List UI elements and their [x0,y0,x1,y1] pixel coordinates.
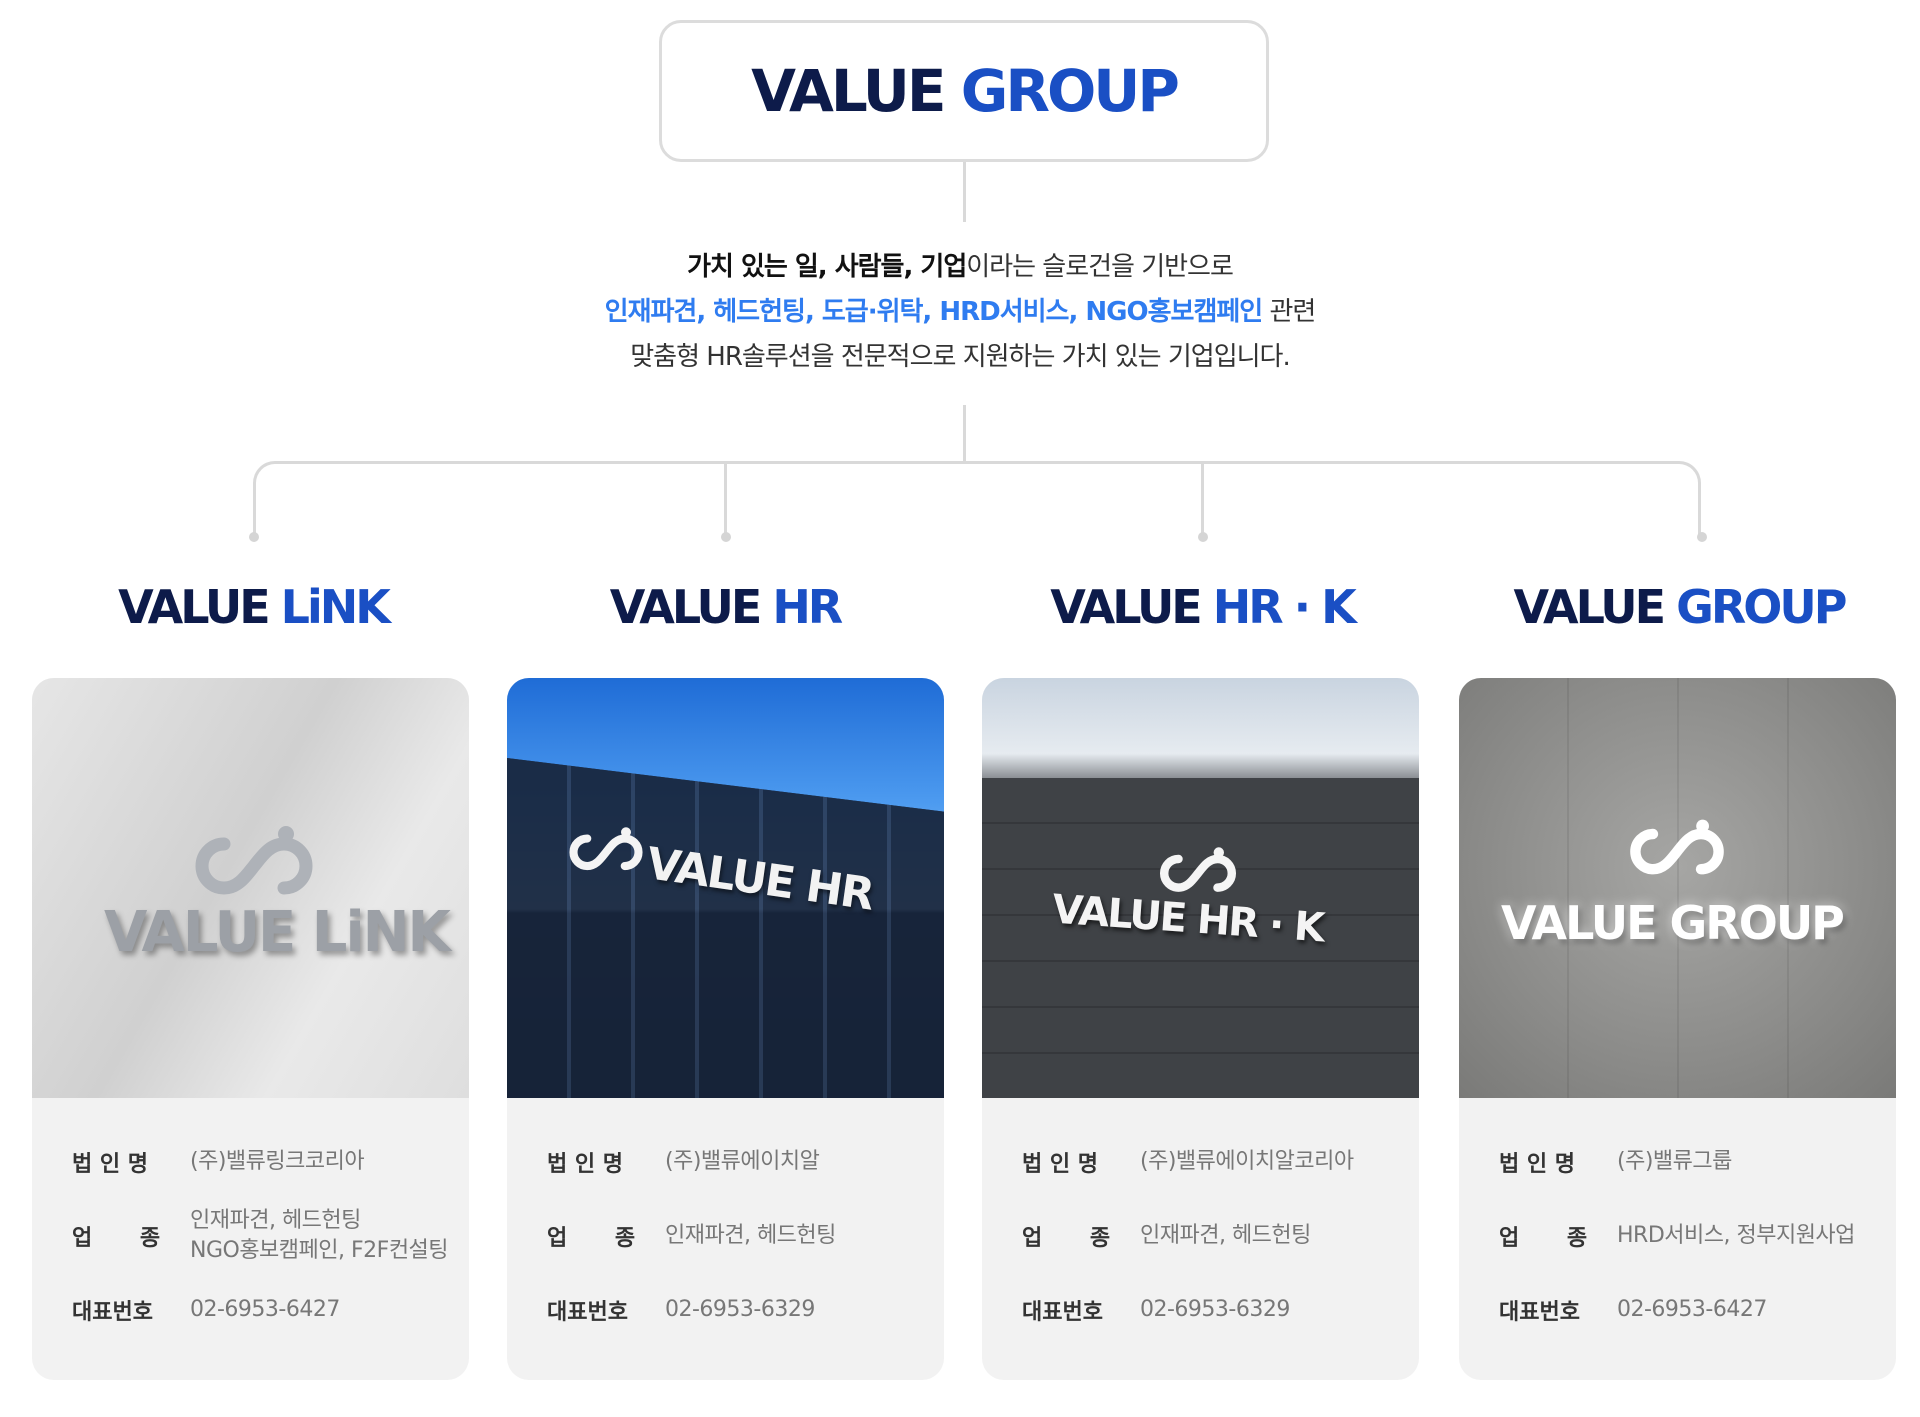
signage-photo: VALUE GROUP [1459,678,1896,1098]
company-info: 법 인 명 (주)밸류에이치알 업 종 인재파견, 헤드헌팅 대표번호 02-6… [507,1098,944,1326]
connector-drop-3 [1201,463,1204,536]
slogan-rest: 이라는 슬로건을 기반으로 [966,252,1234,282]
industry-label: 업 종 [1022,1226,1111,1251]
phone-value: 02-6953-6329 [1140,1297,1290,1322]
signage-text: VALUE LiNK [104,900,451,965]
brand-part-1: VALUE [609,580,763,634]
industry-value: 인재파견, 헤드헌팅 [1140,1223,1311,1248]
services-rest: 관련 [1262,297,1316,327]
company-name-row: 법 인 명 (주)밸류그룹 [1499,1146,1896,1178]
signage-photo: VALUE HR · K [982,678,1419,1098]
company-name-row: 법 인 명 (주)밸류에이치알코리아 [1022,1146,1419,1178]
industry-label: 업 종 [1499,1226,1588,1251]
industry-line-2: NGO홍보캠페인, F2F컨설팅 [190,1238,449,1263]
company-name-value: (주)밸류링크코리아 [190,1149,365,1174]
brand-title-value-hr: VALUE HR [505,580,945,634]
company-name-label: 법 인 명 [72,1152,149,1177]
services-highlight: 인재파견, 헤드헌팅, 도급·위탁, HRD서비스, NGO홍보캠페인 [604,297,1264,327]
industry-row: 업 종 인재파견, 헤드헌팅 NGO홍보캠페인, F2F컨설팅 [72,1206,469,1266]
signage-photo: VALUE LiNK [32,678,469,1098]
company-name-row: 법 인 명 (주)밸류에이치알 [547,1146,944,1178]
brand-part-2: HR · K [1212,580,1357,634]
brand-part-1: VALUE [1513,580,1667,634]
brand-title-value-group: VALUE GROUP [1459,580,1899,634]
description-line-1: 가치 있는 일, 사람들, 기업이라는 슬로건을 기반으로 [360,245,1560,290]
brand-part-1: VALUE [118,580,271,634]
phone-value: 02-6953-6427 [1617,1297,1767,1322]
signage-photo: VALUE HR [507,678,944,1098]
connector-dot-4 [1697,532,1707,542]
phone-row: 대표번호 02-6953-6329 [547,1294,944,1326]
company-name-value: (주)밸류에이치알코리아 [1140,1149,1354,1174]
logo-part-value: VALUE [751,57,946,125]
company-card-value-hrk: VALUE HR · K 법 인 명 (주)밸류에이치알코리아 업 종 인재파견… [982,678,1419,1380]
industry-value: 인재파견, 헤드헌팅 [665,1223,836,1248]
phone-label: 대표번호 [72,1300,153,1325]
logo-symbol-icon [1629,818,1725,886]
phone-row: 대표번호 02-6953-6427 [72,1294,469,1326]
company-info: 법 인 명 (주)밸류에이치알코리아 업 종 인재파견, 헤드헌팅 대표번호 0… [982,1098,1419,1326]
description-line-3: 맞춤형 HR솔루션을 전문적으로 지원하는 가치 있는 기업입니다. [630,342,1290,372]
brand-part-2: HR [772,580,843,634]
concrete-wall [982,778,1419,1098]
phone-value: 02-6953-6329 [665,1297,815,1322]
company-info: 법 인 명 (주)밸류링크코리아 업 종 인재파견, 헤드헌팅 NGO홍보캠페인… [32,1098,469,1326]
brand-part-1: VALUE [1050,580,1203,634]
glass-building [507,758,944,1098]
parent-company-box: VALUE GROUP [659,20,1269,162]
company-name-label: 법 인 명 [547,1152,624,1177]
connector-middle [963,405,966,463]
connector-drop-2 [724,463,727,536]
company-card-value-group: VALUE GROUP 법 인 명 (주)밸류그룹 업 종 HRD서비스, 정부… [1459,678,1896,1380]
slogan-bold: 가치 있는 일, 사람들, 기업 [687,252,967,282]
logo-symbol-icon [567,826,645,880]
company-name-label: 법 인 명 [1499,1152,1576,1177]
phone-label: 대표번호 [547,1300,628,1325]
industry-value: HRD서비스, 정부지원사업 [1617,1223,1855,1248]
phone-row: 대표번호 02-6953-6329 [1022,1294,1419,1326]
description-line-2: 인재파견, 헤드헌팅, 도급·위탁, HRD서비스, NGO홍보캠페인 관련 [360,290,1560,335]
phone-label: 대표번호 [1022,1300,1103,1325]
logo-part-group: GROUP [960,57,1180,125]
company-description: 가치 있는 일, 사람들, 기업이라는 슬로건을 기반으로 인재파견, 헤드헌팅… [360,245,1560,380]
logo-symbol-icon [1158,846,1238,902]
brand-title-value-hrk: VALUE HR · K [982,580,1422,634]
company-name-value: (주)밸류에이치알 [665,1149,820,1174]
brand-part-2: GROUP [1676,580,1847,634]
connector-dot-1 [249,532,259,542]
company-name-row: 법 인 명 (주)밸류링크코리아 [72,1146,469,1178]
brand-part-2: LiNK [280,580,391,634]
industry-row: 업 종 인재파견, 헤드헌팅 [547,1206,944,1266]
connector-dot-3 [1198,532,1208,542]
company-name-value: (주)밸류그룹 [1617,1149,1732,1174]
phone-label: 대표번호 [1499,1300,1580,1325]
industry-label: 업 종 [72,1226,161,1251]
company-name-label: 법 인 명 [1022,1152,1099,1177]
industry-value: 인재파견, 헤드헌팅 NGO홍보캠페인, F2F컨설팅 [190,1206,449,1266]
industry-row: 업 종 인재파견, 헤드헌팅 [1022,1206,1419,1266]
connector-branch [253,461,1701,536]
signage-text: VALUE GROUP [1501,896,1845,950]
brand-title-value-link: VALUE LiNK [33,580,473,634]
industry-label: 업 종 [547,1226,636,1251]
industry-line-1: 인재파견, 헤드헌팅 [190,1208,361,1233]
wall-texture [1459,678,1896,1098]
company-info: 법 인 명 (주)밸류그룹 업 종 HRD서비스, 정부지원사업 대표번호 02… [1459,1098,1896,1326]
connector-dot-2 [721,532,731,542]
industry-row: 업 종 HRD서비스, 정부지원사업 [1499,1206,1896,1266]
value-group-logo: VALUE GROUP [751,57,1180,125]
company-card-value-link: VALUE LiNK 법 인 명 (주)밸류링크코리아 업 종 인재파견, 헤드… [32,678,469,1380]
phone-value: 02-6953-6427 [190,1297,340,1322]
logo-symbol-icon [194,824,314,908]
company-card-value-hr: VALUE HR 법 인 명 (주)밸류에이치알 업 종 인재파견, 헤드헌팅 … [507,678,944,1380]
phone-row: 대표번호 02-6953-6427 [1499,1294,1896,1326]
connector-top [963,162,966,222]
